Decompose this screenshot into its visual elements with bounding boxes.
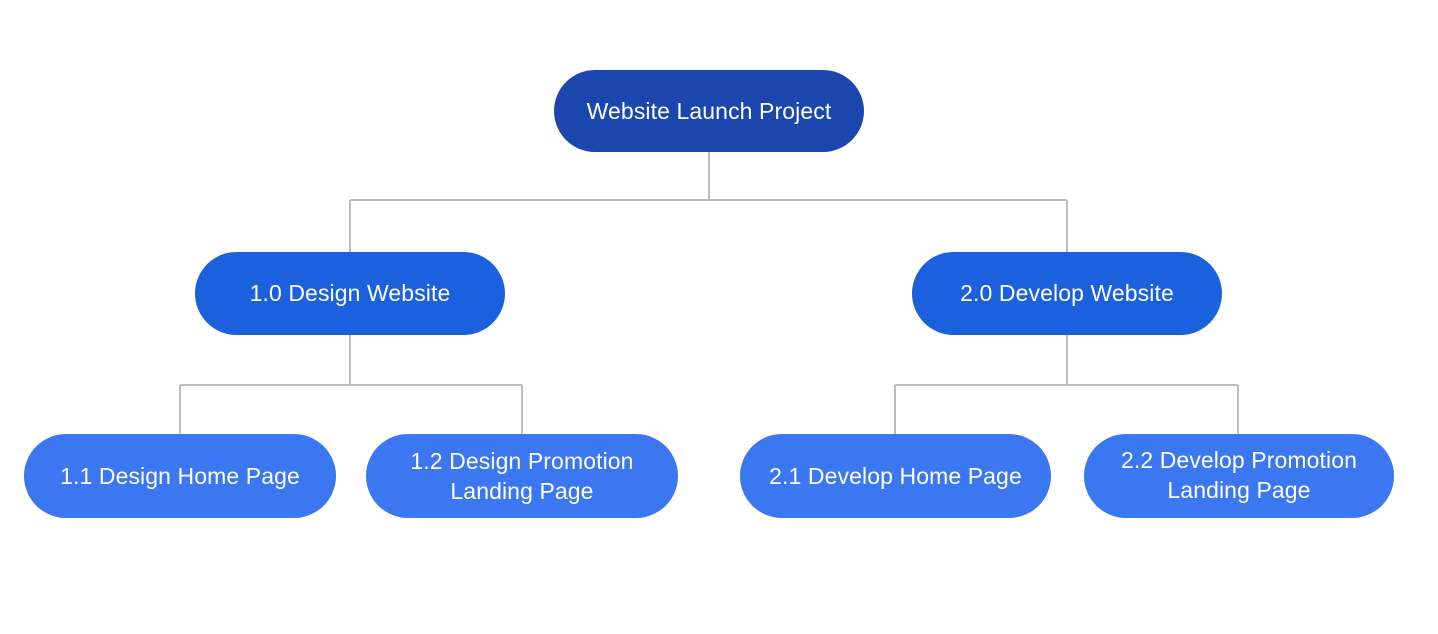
wbs-node-design-home[interactable]: 1.1 Design Home Page (24, 434, 336, 518)
wbs-node-develop-label: 2.0 Develop Website (960, 280, 1174, 307)
wbs-node-design-home-label: 1.1 Design Home Page (60, 462, 300, 489)
wbs-node-develop[interactable]: 2.0 Develop Website (912, 252, 1222, 335)
wbs-node-root-label: Website Launch Project (586, 97, 832, 124)
wbs-node-develop-home-label: 2.1 Develop Home Page (769, 462, 1022, 489)
wbs-node-design-label: 1.0 Design Website (249, 280, 451, 307)
wbs-node-develop-promo-label: 2.2 Develop Promotion Landing Page (1120, 446, 1358, 503)
wbs-node-root[interactable]: Website Launch Project (554, 70, 864, 152)
wbs-node-design-promo-label: 1.2 Design Promotion Landing Page (410, 447, 634, 504)
wbs-node-design[interactable]: 1.0 Design Website (195, 252, 505, 335)
wbs-node-design-promo[interactable]: 1.2 Design Promotion Landing Page (366, 434, 678, 518)
wbs-node-develop-home[interactable]: 2.1 Develop Home Page (740, 434, 1051, 518)
wbs-node-develop-promo[interactable]: 2.2 Develop Promotion Landing Page (1084, 434, 1394, 518)
